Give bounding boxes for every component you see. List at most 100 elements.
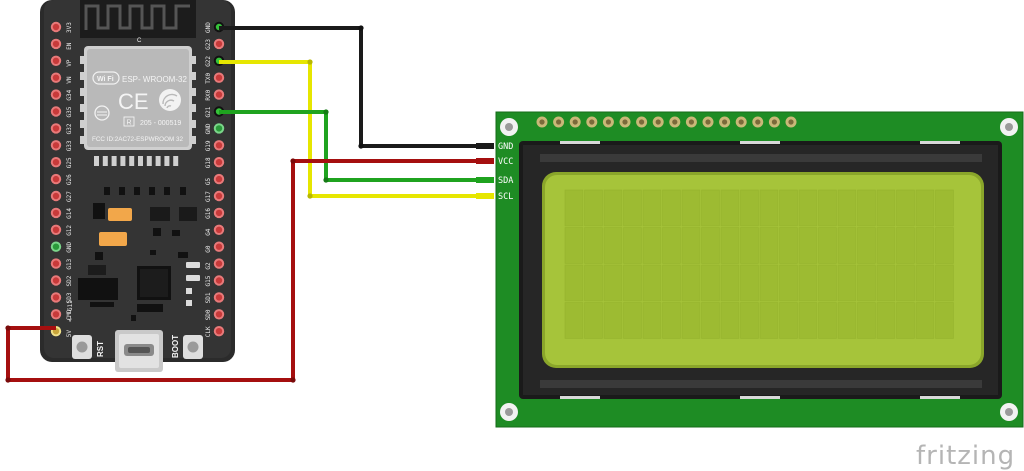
char-cell bbox=[584, 264, 603, 302]
lcd-character-grid bbox=[564, 189, 954, 339]
pin-clk: CLK bbox=[205, 326, 225, 337]
char-cell bbox=[642, 264, 662, 302]
char-cell bbox=[584, 227, 603, 264]
led bbox=[186, 262, 200, 268]
char-cell bbox=[564, 302, 584, 339]
char-cell bbox=[662, 189, 681, 227]
char-cell bbox=[564, 189, 584, 227]
header-pad bbox=[619, 116, 631, 128]
mounting-hole bbox=[1000, 403, 1018, 421]
char-cell bbox=[837, 264, 857, 302]
lcd-top-header bbox=[536, 116, 797, 128]
char-cell bbox=[818, 264, 837, 302]
header-pad bbox=[536, 116, 548, 128]
pin-label: G25 bbox=[66, 157, 73, 168]
pin-g0: G0 bbox=[205, 241, 225, 253]
char-cell bbox=[935, 227, 954, 264]
mounting-hole bbox=[500, 403, 518, 421]
char-cell bbox=[603, 264, 623, 302]
pin-label: G0 bbox=[205, 245, 212, 253]
led bbox=[186, 275, 200, 281]
pin-g33: G33 bbox=[50, 140, 73, 151]
pin-g23: G23 bbox=[205, 39, 225, 50]
char-cell bbox=[603, 302, 623, 339]
lcd-pin-scl: SCL bbox=[498, 192, 513, 202]
char-cell bbox=[681, 302, 701, 339]
pin-label: SD3 bbox=[66, 292, 73, 303]
pin-label: G33 bbox=[66, 140, 73, 151]
char-cell bbox=[701, 264, 720, 302]
pin-en: EN bbox=[50, 38, 73, 50]
char-cell bbox=[896, 302, 915, 339]
pin-label: G15 bbox=[205, 275, 212, 286]
board-components bbox=[78, 187, 200, 321]
pin-label: G23 bbox=[205, 39, 212, 50]
pin-label: EN bbox=[66, 42, 73, 50]
char-cell bbox=[759, 302, 779, 339]
pin-label: G27 bbox=[66, 191, 73, 202]
header-pad bbox=[669, 116, 681, 128]
char-cell bbox=[603, 227, 623, 264]
pin-label: 3V3 bbox=[66, 22, 73, 33]
char-cell bbox=[896, 189, 915, 227]
boot-button[interactable] bbox=[183, 335, 203, 359]
micro-usb-port[interactable] bbox=[115, 330, 163, 372]
char-cell bbox=[837, 302, 857, 339]
char-cell bbox=[798, 227, 818, 264]
pin-sd1: SD1 bbox=[205, 292, 225, 303]
svg-text:Wi Fi: Wi Fi bbox=[97, 76, 114, 83]
pin-label: G12 bbox=[66, 225, 73, 236]
char-cell bbox=[837, 227, 857, 264]
ce-mark: CE bbox=[118, 89, 149, 114]
pin-3v3: 3V3 bbox=[50, 22, 73, 33]
capacitor bbox=[108, 208, 132, 221]
char-cell bbox=[642, 227, 662, 264]
char-cell bbox=[857, 264, 876, 302]
char-cell bbox=[662, 264, 681, 302]
header-pad bbox=[602, 116, 614, 128]
pin-label: GND bbox=[66, 241, 73, 252]
pin-label: VP bbox=[66, 59, 73, 67]
lcd-pin-gnd: GND bbox=[498, 142, 513, 152]
char-cell bbox=[662, 302, 681, 339]
pin-label: CMD bbox=[66, 309, 73, 320]
pin-g25: G25 bbox=[50, 157, 73, 168]
pin-g26: G26 bbox=[50, 174, 73, 185]
char-cell bbox=[623, 189, 642, 227]
char-cell bbox=[720, 302, 740, 339]
pin-gnd: GND bbox=[205, 123, 225, 134]
header-pad bbox=[586, 116, 598, 128]
pin-sd2: SD2 bbox=[50, 275, 73, 287]
pin-g32: G32 bbox=[50, 123, 73, 134]
pin-label: SD2 bbox=[66, 275, 73, 286]
char-cell bbox=[876, 264, 896, 302]
pin-label: SD1 bbox=[205, 292, 212, 303]
rst-button[interactable] bbox=[72, 335, 92, 359]
pin-rx0: RX0 bbox=[205, 89, 225, 101]
fcc-icon bbox=[94, 105, 110, 121]
char-cell bbox=[740, 302, 759, 339]
char-cell bbox=[798, 264, 818, 302]
char-cell bbox=[876, 189, 896, 227]
sda-wire bbox=[219, 109, 479, 183]
char-cell bbox=[701, 189, 720, 227]
char-cell bbox=[935, 189, 954, 227]
capacitor bbox=[99, 232, 127, 246]
char-cell bbox=[623, 264, 642, 302]
char-cell bbox=[915, 302, 935, 339]
char-cell bbox=[779, 227, 798, 264]
char-cell bbox=[720, 189, 740, 227]
rst-label: RST bbox=[96, 341, 105, 357]
char-cell bbox=[857, 227, 876, 264]
char-cell bbox=[584, 189, 603, 227]
pin-label: SD0 bbox=[205, 309, 212, 320]
header-pad bbox=[569, 116, 581, 128]
char-cell bbox=[740, 264, 759, 302]
fritzing-watermark: fritzing bbox=[916, 441, 1015, 471]
gnd-wire bbox=[219, 25, 479, 149]
pin-g27: G27 bbox=[50, 191, 73, 202]
pin-label: 5V bbox=[66, 330, 73, 338]
pin-vp: VP bbox=[50, 55, 73, 67]
